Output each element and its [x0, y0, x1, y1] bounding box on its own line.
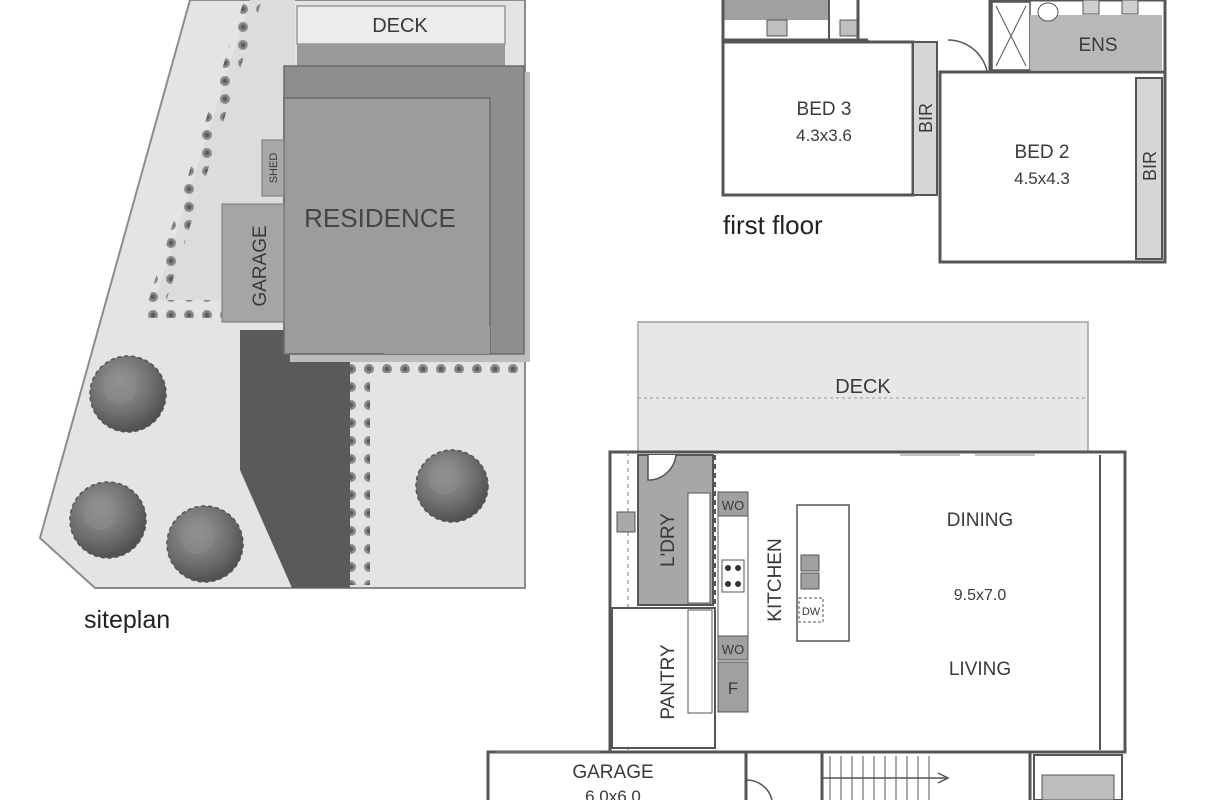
- laundry-label: L'DRY: [658, 513, 679, 567]
- site-deck: [296, 5, 506, 45]
- residence-label: RESIDENCE: [304, 203, 456, 233]
- fridge-label: F: [728, 679, 738, 698]
- bed2-label: BED 2: [1015, 142, 1070, 163]
- ens-label: ENS: [1078, 35, 1117, 56]
- toilet-icon: [1037, 2, 1059, 22]
- bed2-room: [938, 70, 1167, 264]
- hedge-diagonal: [146, 0, 262, 308]
- wo-top-label: WO: [722, 498, 744, 513]
- bir-2: [1135, 77, 1163, 260]
- tree-2: [415, 449, 489, 523]
- fridge: [717, 661, 749, 713]
- site-deck-label: DECK: [372, 15, 428, 37]
- dw-label: DW: [802, 606, 821, 618]
- dining-label: DINING: [947, 510, 1014, 531]
- site-garage-label: GARAGE: [250, 225, 271, 306]
- tree-3: [69, 481, 147, 559]
- bed3-label: BED 3: [797, 99, 852, 120]
- residence-notch: [384, 326, 490, 354]
- siteplan-caption: siteplan: [84, 606, 170, 634]
- living-label: LIVING: [949, 659, 1011, 680]
- bir-2-label: BIR: [1140, 151, 1160, 181]
- stairs: [820, 750, 1030, 800]
- kitchen-label: KITCHEN: [765, 538, 786, 621]
- site-garage: [221, 203, 285, 323]
- gf-deck: [637, 321, 1089, 453]
- site-deck-step: [297, 44, 505, 68]
- shed-label: SHED: [268, 153, 280, 184]
- driveway: [240, 330, 350, 588]
- ground-floor: DECK L'DRY PANTRY WO WO F KITC: [486, 321, 1127, 800]
- first-floor-caption: first floor: [723, 210, 823, 240]
- hedge-bottom: [146, 300, 224, 318]
- gf-garage-label: GARAGE: [572, 762, 653, 783]
- wo-bottom-label: WO: [722, 642, 744, 657]
- first-floor: BED 3 4.3x3.6 BIR ENS BED 2 4.5x4.3 BIR …: [721, 0, 1167, 264]
- wo-bottom: [717, 635, 749, 661]
- bed2-size: 4.5x4.3: [1014, 169, 1070, 188]
- bed3-size: 4.3x3.6: [796, 126, 852, 145]
- siteplan: DECK RESIDENCE SHED GARAGE: [38, 0, 530, 634]
- gf-deck-label: DECK: [835, 376, 891, 398]
- hedge-right-column: [350, 355, 370, 585]
- bir-1-label: BIR: [916, 103, 936, 133]
- cooktop-icon: [721, 559, 745, 593]
- gf-garage: [486, 750, 748, 800]
- tree-4: [166, 505, 244, 583]
- bir-1: [912, 41, 938, 196]
- tree-1: [89, 355, 167, 433]
- dishwasher: [798, 597, 824, 623]
- gf-garage-size: 6.0x6.0: [585, 787, 641, 800]
- ens-vanity: [1030, 15, 1162, 70]
- pantry-label: PANTRY: [658, 644, 679, 720]
- ff-top-room: [723, 0, 829, 20]
- shed: [261, 139, 285, 197]
- bed3-room: [721, 40, 915, 197]
- living-size: 9.5x7.0: [954, 587, 1007, 604]
